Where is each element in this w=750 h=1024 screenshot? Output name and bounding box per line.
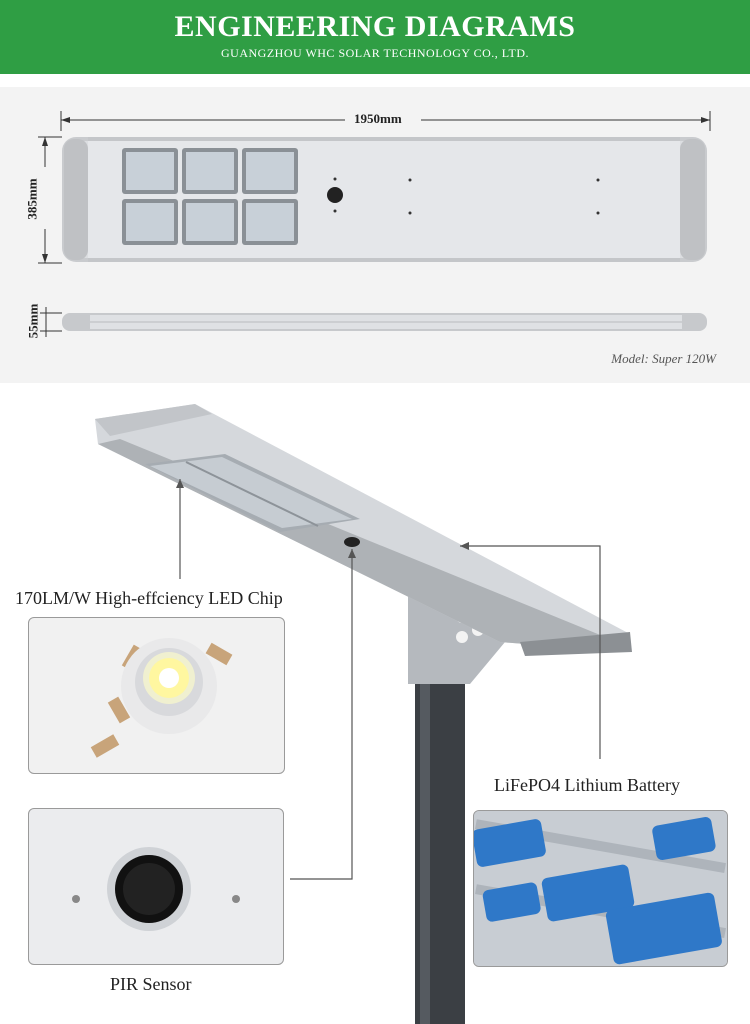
pir-sensor-photo xyxy=(28,808,284,965)
thickness-dimension-label: 55mm xyxy=(25,303,41,339)
company-name: GUANGZHOU WHC SOLAR TECHNOLOGY CO., LTD. xyxy=(221,46,529,60)
page-title: ENGINEERING DIAGRAMS xyxy=(174,10,576,43)
dimension-drawing xyxy=(36,111,711,337)
pir-sensor-dot xyxy=(327,187,343,203)
led-chip-photo xyxy=(28,617,285,774)
height-dimension-label: 385mm xyxy=(24,178,40,220)
header-banner: ENGINEERING DIAGRAMS GUANGZHOU WHC SOLAR… xyxy=(0,0,750,74)
pir-sensor-label: PIR Sensor xyxy=(110,974,192,994)
led-module-grid xyxy=(122,148,298,245)
width-dimension-label: 1950mm xyxy=(354,111,402,126)
battery-photo xyxy=(473,810,728,967)
battery-label: LiFePO4 Lithium Battery xyxy=(494,775,680,795)
street-light-illustration xyxy=(95,404,632,1024)
engineering-diagram: 1950mm 385mm 55mm xyxy=(0,87,750,383)
led-chip-label: 170LM/W High-effciency LED Chip xyxy=(15,588,283,608)
model-label: Model: Super 120W xyxy=(611,351,716,366)
